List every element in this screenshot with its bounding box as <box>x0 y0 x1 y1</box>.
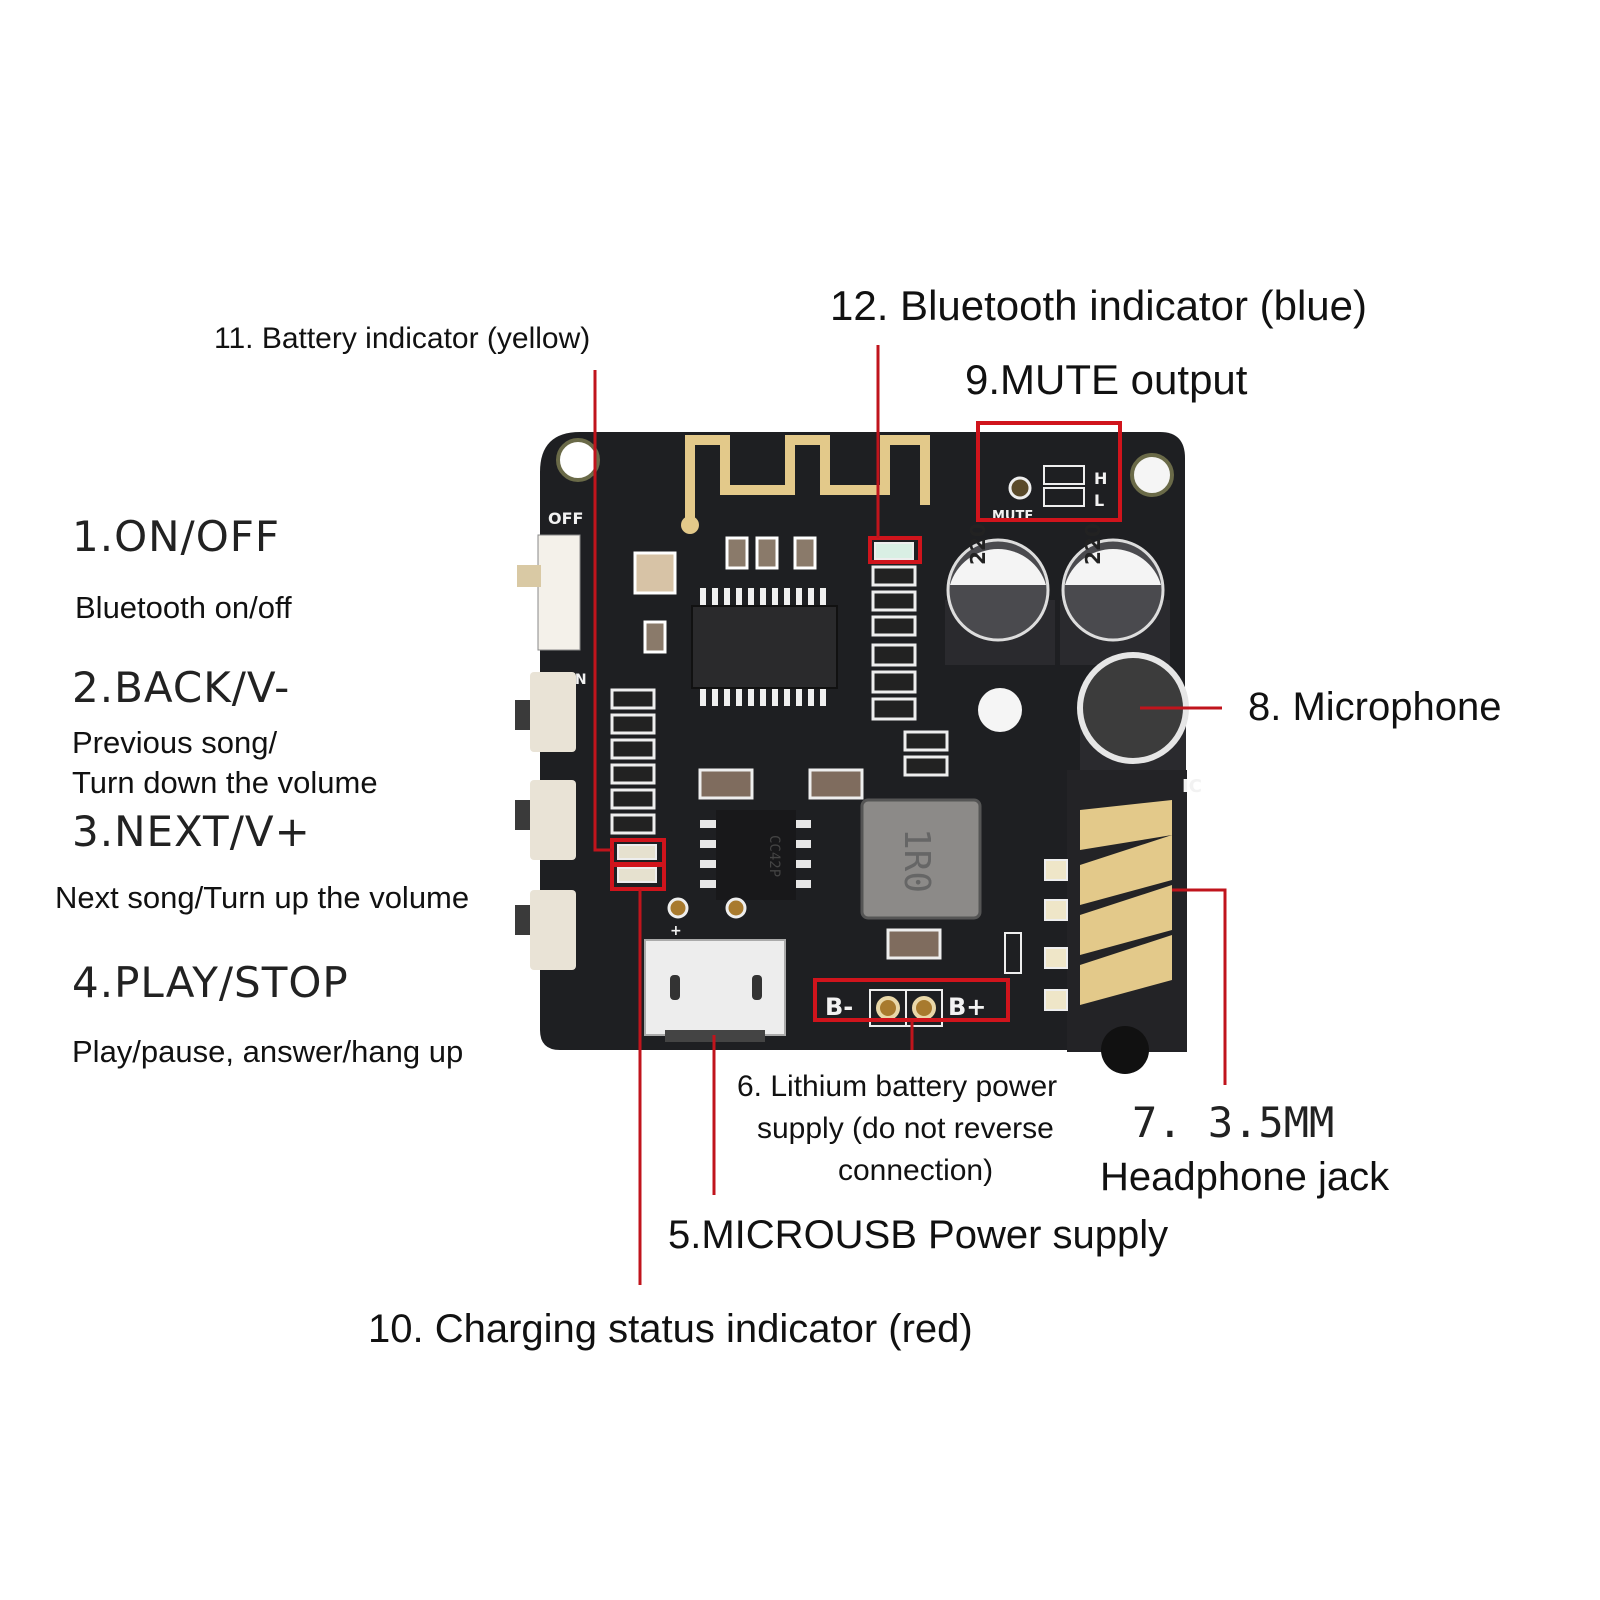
on-off-switch <box>537 534 581 651</box>
micro-usb-port <box>644 939 786 1042</box>
svg-text:220: 220 <box>966 523 990 565</box>
callout-8-title: 8. Microphone <box>1248 685 1502 729</box>
headphone-jack: IC <box>1067 770 1202 1074</box>
next-button-component <box>515 780 576 860</box>
callout-4-title: 4.PLAY/STOP <box>72 958 349 1007</box>
inductor: 1R0 <box>860 798 982 920</box>
charging-led-highlight <box>610 863 666 891</box>
callout-1-title: 1.ON/OFF <box>72 512 281 561</box>
svg-text:1R0: 1R0 <box>896 828 937 893</box>
callout-12-title: 12. Bluetooth indicator (blue) <box>830 282 1367 329</box>
svg-text:L: L <box>1094 491 1104 510</box>
callout-4-desc: Play/pause, answer/hang up <box>72 1034 464 1069</box>
resistor-array-right <box>871 565 949 777</box>
callout-2-desc-line-2: Turn down the volume <box>72 765 378 800</box>
callout-10-title: 10. Charging status indicator (red) <box>368 1307 973 1351</box>
callout-2-title: 2.BACK/V- <box>72 663 291 712</box>
mounting-hole <box>978 688 1022 732</box>
mute-highlight <box>976 421 1122 522</box>
callout-6-desc-line-2: supply (do not reverse <box>757 1112 1054 1145</box>
charging-led <box>617 867 657 883</box>
leader-line-7 <box>1172 888 1227 1085</box>
svg-text:H: H <box>1094 469 1107 488</box>
callout-7-title: 7. 3.5MM <box>1132 1098 1335 1147</box>
callout-5-title: 5.MICROUSB Power supply <box>668 1213 1169 1257</box>
power-chip: CC42P <box>700 810 811 900</box>
svg-text:B+: B+ <box>948 993 986 1021</box>
svg-text:CC42P: CC42P <box>766 835 782 877</box>
silk-off: OFF <box>548 509 583 528</box>
resistor-array-left <box>610 688 656 835</box>
svg-text:220: 220 <box>1081 523 1105 565</box>
main-ic <box>691 588 838 706</box>
electrolytic-capacitor: 220 <box>1060 523 1170 665</box>
callout-2-desc-line-1: Previous song/ <box>72 725 278 760</box>
switch-knob <box>517 565 541 587</box>
battery-led <box>617 844 657 860</box>
back-button-component <box>515 672 576 752</box>
svg-text:+: + <box>670 923 682 939</box>
bluetooth-led-highlight <box>868 536 922 564</box>
mute-pad <box>1008 476 1032 500</box>
electrolytic-capacitor: 220 <box>945 523 1055 665</box>
callout-3-desc: Next song/Turn up the volume <box>55 880 470 915</box>
callout-6-desc-line-3: connection) <box>838 1154 994 1187</box>
callout-9-title: 9.MUTE output <box>965 356 1248 403</box>
bluetooth-led <box>874 542 914 560</box>
mounting-hole <box>556 438 600 482</box>
callout-11-title: 11. Battery indicator (yellow) <box>214 322 591 355</box>
bluetooth-antenna-trace <box>685 435 930 525</box>
crystal <box>633 551 677 595</box>
svg-text:B-: B- <box>825 993 853 1021</box>
callout-3-title: 3.NEXT/V+ <box>72 807 311 856</box>
callout-7-desc: Headphone jack <box>1100 1155 1390 1199</box>
mounting-hole <box>1130 453 1174 497</box>
callout-1-desc: Bluetooth on/off <box>75 590 292 625</box>
microphone-component <box>1077 652 1189 775</box>
callout-6-desc-line-1: 6. Lithium battery power <box>737 1070 1058 1103</box>
play-button-component <box>515 890 576 970</box>
svg-text:IC: IC <box>1182 776 1202 797</box>
leader-line-11 <box>593 370 612 852</box>
